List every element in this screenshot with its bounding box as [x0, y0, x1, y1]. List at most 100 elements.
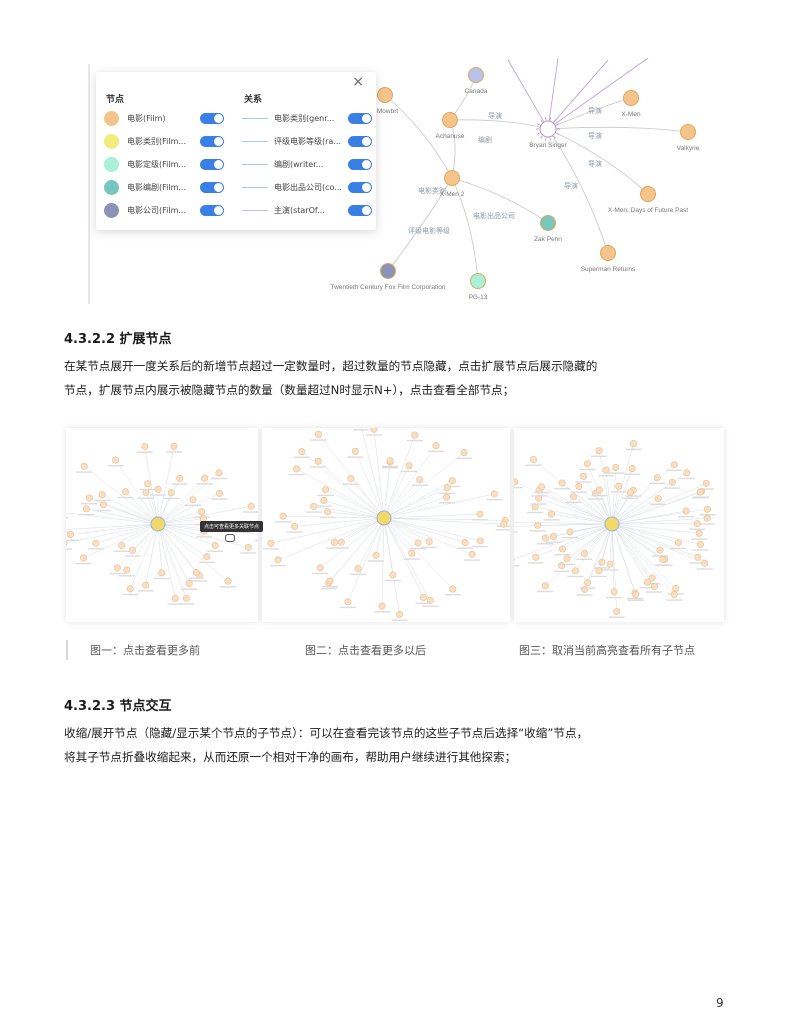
figure-edge [383, 517, 431, 601]
relation-type-toggle[interactable] [348, 159, 372, 170]
node-type-toggle[interactable] [200, 113, 224, 124]
figure-node [632, 591, 640, 599]
figure-edge [538, 489, 613, 525]
figure-node-label [565, 501, 582, 504]
figure-node-label [382, 465, 399, 468]
figure-node-label [627, 599, 644, 601]
para-line: 节点，扩展节点内展示被隐藏节点的数量（数量超过N时显示N+），点击查看全部节点； [64, 383, 515, 397]
graph-node[interactable] [680, 124, 696, 140]
figure-node [267, 539, 275, 547]
figure-node-label [439, 492, 456, 494]
node-type-toggle[interactable] [200, 182, 224, 193]
relation-type-toggle[interactable] [348, 182, 372, 193]
edge-label: 导演 [564, 181, 578, 190]
graph-node[interactable] [380, 263, 396, 279]
figure-edge [347, 517, 385, 602]
figure-edge [611, 464, 675, 525]
figure-node [320, 496, 328, 504]
figure-edge [611, 523, 648, 583]
figure-node [378, 602, 386, 610]
graph-node[interactable] [640, 186, 656, 202]
node-type-label: 电影编剧(Film... [127, 182, 187, 192]
figure-edge [115, 459, 159, 525]
figure-edge [383, 517, 413, 554]
figure-node-label [117, 496, 134, 499]
graph-node[interactable] [470, 273, 486, 289]
graph-node[interactable] [540, 215, 556, 231]
figure-edge [102, 494, 159, 525]
figure-edge [383, 517, 394, 575]
figure-node-label [181, 588, 198, 590]
node-type-label: 电影定级(Film... [127, 159, 187, 169]
figure-edge [551, 513, 613, 525]
node-color-icon [104, 179, 119, 195]
graph-node[interactable] [442, 112, 458, 128]
figure-node [316, 564, 324, 572]
graph-node[interactable] [600, 245, 616, 261]
relation-line-icon [242, 186, 268, 188]
relation-type-row: 电影类别(genr... [242, 109, 342, 127]
relation-line-icon [242, 140, 268, 142]
hub-tick [553, 135, 556, 139]
figure-node-label [664, 487, 681, 489]
node-color-icon [104, 156, 119, 172]
figure-node-label [649, 482, 666, 485]
figure-edge [360, 424, 385, 519]
graph-node-label: Bryan Singer [529, 142, 567, 149]
relation-type-toggle[interactable] [348, 205, 372, 216]
figure-node-label [137, 590, 154, 592]
figure-node-label [243, 511, 260, 513]
figure-node [337, 538, 345, 546]
node-type-toggle[interactable] [200, 205, 224, 216]
figure-node-label [293, 456, 310, 459]
graph-node[interactable] [539, 120, 557, 138]
node-color-icon [104, 110, 119, 126]
figure-node [606, 560, 614, 568]
figure-node [80, 554, 88, 562]
graph-node[interactable] [623, 90, 639, 106]
figure-center-node[interactable] [376, 510, 392, 526]
figure-node-label [305, 511, 322, 513]
figure-node-label [315, 505, 332, 507]
figure-node [60, 539, 68, 547]
relation-type-toggle[interactable] [348, 136, 372, 147]
expand-node-icon[interactable] [225, 534, 235, 542]
figure-edge [157, 523, 205, 532]
graph-node[interactable] [377, 87, 393, 103]
figure-node [142, 581, 150, 589]
close-icon[interactable]: × [352, 74, 364, 90]
figure-node [682, 507, 690, 515]
figure-node-label [342, 483, 359, 485]
figure-node [702, 479, 710, 487]
graph-edge [451, 177, 549, 224]
figure-edge [611, 523, 676, 589]
node-color-icon [104, 133, 119, 149]
graph-edge [449, 119, 456, 179]
node-type-toggle[interactable] [200, 159, 224, 170]
figure-edge [157, 506, 252, 525]
figure-edge [313, 506, 385, 519]
figure-edge [157, 478, 180, 525]
graph-node[interactable] [468, 67, 484, 83]
figure-edge [611, 523, 655, 587]
section-heading-interaction: 4.3.2.3 节点交互 [64, 699, 172, 714]
figure-node [610, 588, 618, 596]
para-line: 在某节点展开一度关系后的新增节点超过一定数量时，超过数量的节点隐藏，点击扩展节点… [64, 359, 598, 373]
graph-node[interactable] [444, 170, 460, 186]
figure-edge [327, 511, 385, 519]
figure-node [176, 474, 184, 482]
figure-node [224, 577, 232, 585]
relation-type-toggle[interactable] [348, 113, 372, 124]
figure-node-label [444, 485, 461, 488]
figure-center-node[interactable] [150, 516, 166, 532]
figure-center-node[interactable] [604, 516, 620, 532]
relation-type-label: 主演(starOf... [274, 205, 325, 215]
figure-node [351, 447, 359, 455]
figure-node-label [286, 531, 303, 533]
figure-edge [325, 489, 385, 519]
figure-node [80, 462, 88, 470]
node-type-toggle[interactable] [200, 136, 224, 147]
graph-edge [547, 128, 609, 254]
figure-node-label [153, 577, 170, 580]
